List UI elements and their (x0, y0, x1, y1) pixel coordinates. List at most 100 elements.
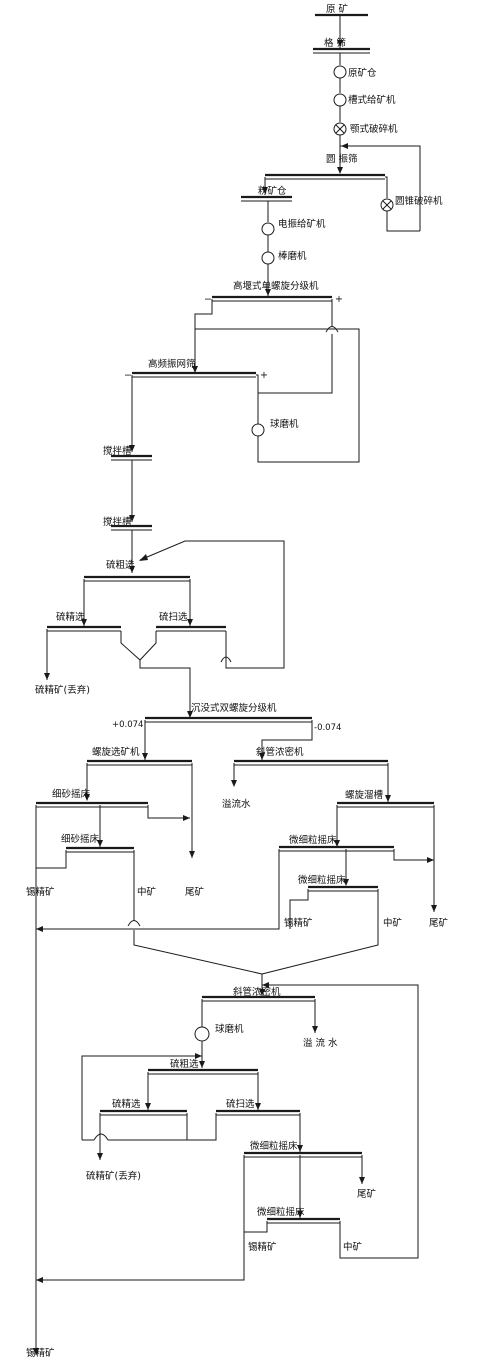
raw-ore-bin-label: 原矿仓 (348, 67, 377, 79)
plus-074-label: +0.074 (112, 720, 143, 730)
final-tin-conc-label: 锡精矿 (26, 1347, 55, 1359)
arrow-icon (187, 619, 193, 626)
arrow-icon (36, 926, 43, 932)
arrow-icon (81, 619, 87, 626)
arrow-icon (341, 143, 348, 149)
vibrating-feeder-icon (261, 222, 275, 236)
grizzly-label: 格 筛 (324, 37, 346, 49)
tin-conc-1-label: 锡精矿 (26, 886, 55, 898)
arrow-icon (139, 554, 148, 561)
trough-feeder-icon (333, 93, 347, 107)
cone-return-line (340, 145, 421, 231)
arrow-icon (259, 989, 265, 996)
ball-mill-2-label: 球磨机 (215, 1023, 244, 1035)
spiral-chute-label: 螺旋溜槽 (345, 789, 384, 801)
s-scavenger-2-label: 硫扫选 (226, 1098, 255, 1110)
jaw-crusher-label: 颚式破碎机 (350, 123, 398, 135)
sand-sign: + (335, 294, 343, 305)
arrow-icon (97, 1153, 103, 1160)
line-crossover (325, 326, 339, 333)
arrow-icon (427, 857, 434, 863)
slime-conc-2-line (289, 889, 309, 929)
middling-return-line (120, 631, 157, 661)
sub-classifier-label: 沉没式双螺旋分级机 (191, 702, 277, 714)
tin-conc-2-label: 锡精矿 (284, 917, 313, 929)
tailings-2-label: 尾矿 (429, 917, 449, 929)
arrow-icon (297, 1145, 303, 1152)
arrow-icon (142, 753, 148, 760)
tailings-1-label: 尾矿 (185, 886, 205, 898)
arrow-icon (262, 982, 269, 988)
arrow-icon (431, 905, 437, 912)
slime-table-1-label: 微细粒摇床 (289, 834, 337, 846)
slime-table-3-label: 微细粒摇床 (250, 1140, 298, 1152)
overflow-line (194, 299, 213, 373)
table-tail-line (147, 805, 190, 819)
arrow-icon (343, 879, 349, 886)
arrow-icon (36, 1277, 43, 1283)
arrow-icon (231, 780, 237, 787)
table-conc-line (36, 850, 67, 869)
arrow-icon (359, 1177, 365, 1184)
rod-mill-icon (261, 251, 275, 265)
tailings-3-label: 尾矿 (357, 1188, 377, 1200)
spiral-classifier-label: 高堰式单螺旋分级机 (233, 280, 319, 292)
arrow-icon (97, 840, 103, 847)
arrow-icon (199, 1061, 205, 1068)
s-cleaner-2-label: 硫精选 (112, 1098, 141, 1110)
line-crossover (220, 656, 232, 663)
crusher-cross (335, 124, 345, 134)
line-crossover (93, 1133, 109, 1141)
t4-conc-line (244, 1221, 268, 1233)
cone-crusher-label: 圆锥破碎机 (395, 195, 443, 207)
arrow-icon (312, 1026, 318, 1033)
s-cleaner-1-label: 硫精选 (56, 611, 85, 623)
hf-screen-label: 高频振网筛 (148, 358, 196, 370)
ball-mill-2-icon (194, 1026, 210, 1042)
ball-mill-icon (251, 423, 265, 437)
spiral-concentrator-label: 螺旋选矿机 (92, 746, 140, 758)
inclined-thickener-1-label: 斜管浓密机 (256, 746, 304, 758)
slime-mid-2-line (261, 889, 379, 975)
tail-to-classifier-line (139, 660, 191, 718)
middlings-2-label: 中矿 (383, 917, 403, 929)
oversize-sign: + (260, 370, 268, 381)
regrind-section: 斜管浓密机 溢 流 水 球磨机 硫粗选 硫精选 硫扫选 (26, 982, 419, 1359)
arrow-icon (192, 366, 198, 373)
arrow-icon (337, 167, 343, 174)
tin-conc-3-label: 锡精矿 (248, 1241, 277, 1253)
s-rougher-2-label: 硫粗选 (170, 1058, 199, 1070)
arrow-icon (187, 711, 193, 718)
arrow-icon (195, 1053, 202, 1059)
arrow-icon (334, 840, 340, 847)
s-rougher-1-label: 硫粗选 (106, 559, 135, 571)
fine-ore-bin-label: 粉矿仓 (258, 185, 287, 197)
crusher-cross (382, 200, 392, 210)
s-conc-1-label: 硫精矿(丢弃) (35, 684, 90, 696)
circular-screen-label: 圆 振筛 (326, 153, 358, 165)
agitator-1-label: 搅拌槽 (103, 445, 132, 457)
arrow-icon (385, 795, 391, 802)
slime-tail-line (393, 849, 434, 861)
grinding-section: 高堰式单螺旋分级机 − + 球磨机 高频振网筛 − + 搅拌槽 搅拌槽 (103, 280, 360, 573)
arrow-icon (129, 515, 135, 522)
mill-return-line (195, 328, 360, 463)
slime-conc-line (36, 849, 280, 930)
overflow-sign: − (204, 294, 212, 305)
sand-line (257, 334, 333, 424)
inclined-thickener-2-label: 斜管浓密机 (233, 986, 281, 998)
recycle-2-line (81, 1055, 202, 1140)
minus-074-label: -0.074 (314, 723, 341, 733)
slime-table-4-label: 微细粒摇床 (257, 1206, 305, 1218)
arrow-icon (265, 289, 271, 296)
middlings-1-label: 中矿 (137, 886, 157, 898)
arrow-icon (84, 794, 90, 801)
arrow-icon (262, 187, 268, 194)
arrow-icon (255, 1103, 261, 1110)
arrow-icon (129, 445, 135, 452)
overflow-1-label: 溢流水 (222, 798, 251, 810)
sulfide-flotation-1: 硫粗选 硫精选 硫扫选 硫精矿(丢弃) (35, 540, 285, 718)
fine-line (261, 720, 313, 760)
recycle-line (139, 540, 285, 669)
